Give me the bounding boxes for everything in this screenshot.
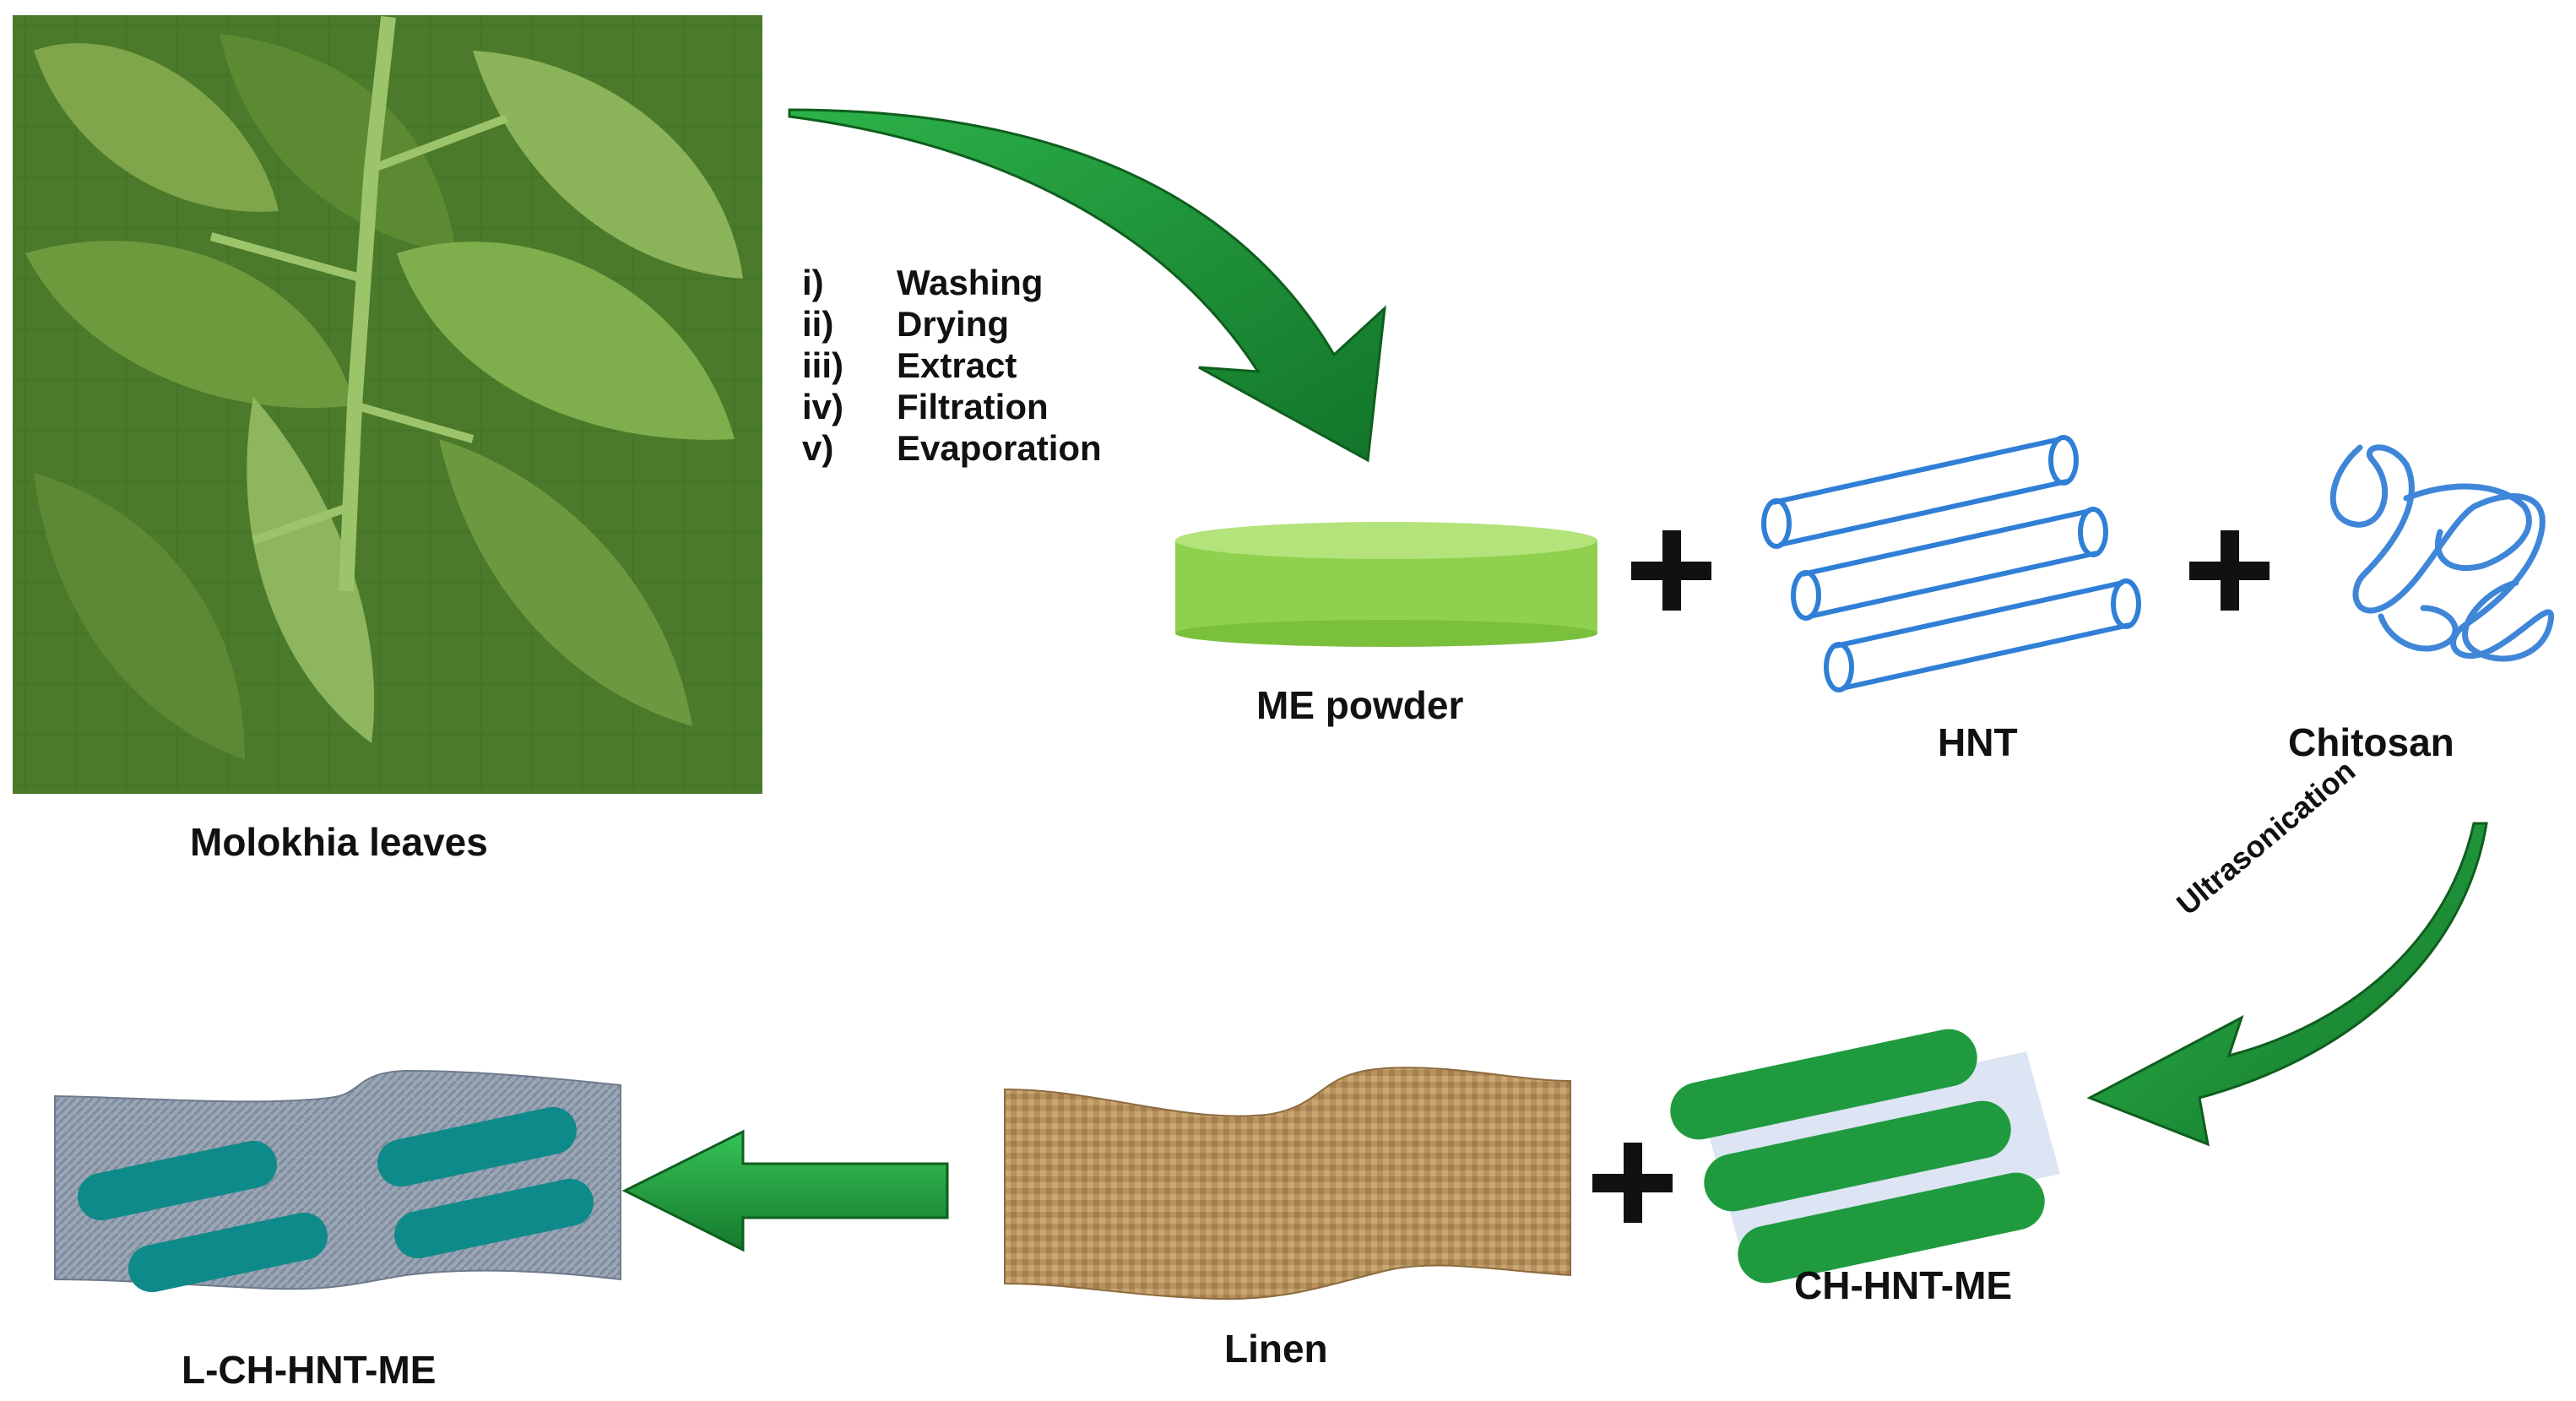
linen-label: Linen	[1224, 1327, 1328, 1371]
process-step: iii) Extract	[802, 345, 1102, 386]
molokhia-leaves-image	[13, 15, 762, 794]
l-ch-hnt-me-label: L-CH-HNT-ME	[182, 1348, 437, 1392]
left-arrow	[621, 1129, 949, 1252]
l-ch-hnt-me-fabric-image	[54, 1069, 621, 1293]
process-step: v) Evaporation	[802, 427, 1102, 469]
plus-icon	[1592, 1143, 1673, 1223]
process-step: ii) Drying	[802, 303, 1102, 345]
hnt-label: HNT	[1938, 720, 2018, 764]
me-powder-disc	[1175, 522, 1597, 647]
linen-fabric-image	[1004, 1067, 1571, 1301]
process-step-number: iv)	[802, 387, 844, 426]
plus-icon	[1631, 530, 1711, 611]
process-step: iv) Filtration	[802, 386, 1102, 427]
process-step: i) Washing	[802, 262, 1102, 303]
ch-hnt-me-label: CH-HNT-ME	[1794, 1263, 2013, 1307]
process-step-number: i)	[802, 263, 824, 302]
process-arrow	[788, 108, 1386, 463]
ch-hnt-me-icon	[1670, 1029, 2060, 1284]
process-step-text: Drying	[897, 304, 1010, 344]
ultrasonication-arrow	[2086, 822, 2488, 1147]
process-step-number: iii)	[802, 345, 843, 385]
molokhia-leaves-label: Molokhia leaves	[190, 820, 488, 864]
process-step-number: ii)	[802, 304, 834, 344]
process-step-text: Evaporation	[897, 428, 1102, 468]
process-step-text: Washing	[897, 263, 1044, 302]
me-powder-label: ME powder	[1256, 683, 1464, 727]
process-step-text: Filtration	[897, 387, 1049, 426]
chitosan-label: Chitosan	[2288, 720, 2454, 764]
hnt-tubes-icon	[1761, 435, 2141, 692]
process-step-text: Extract	[897, 345, 1017, 385]
chitosan-icon	[2329, 444, 2554, 662]
plus-icon	[2189, 530, 2270, 611]
process-steps-list: i) Washing ii) Drying iii) Extract iv) Filtrati…	[802, 262, 1102, 469]
process-step-number: v)	[802, 428, 834, 468]
